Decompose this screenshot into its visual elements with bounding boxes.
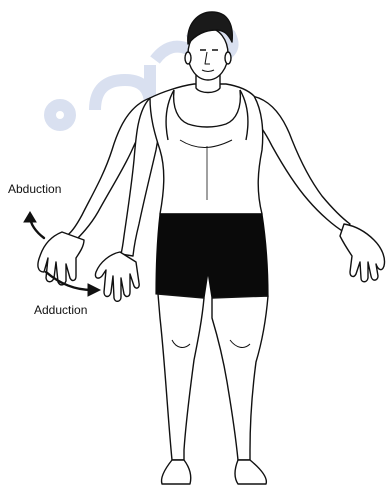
abduction-label: Abduction: [8, 183, 61, 195]
adduction-label: Adduction: [34, 304, 87, 316]
raised-right-arm: [250, 96, 385, 282]
abduction-arrow-icon: [24, 212, 44, 238]
head: [185, 12, 232, 93]
torso: [150, 84, 263, 214]
legs: [158, 294, 268, 484]
shorts: [156, 214, 268, 298]
